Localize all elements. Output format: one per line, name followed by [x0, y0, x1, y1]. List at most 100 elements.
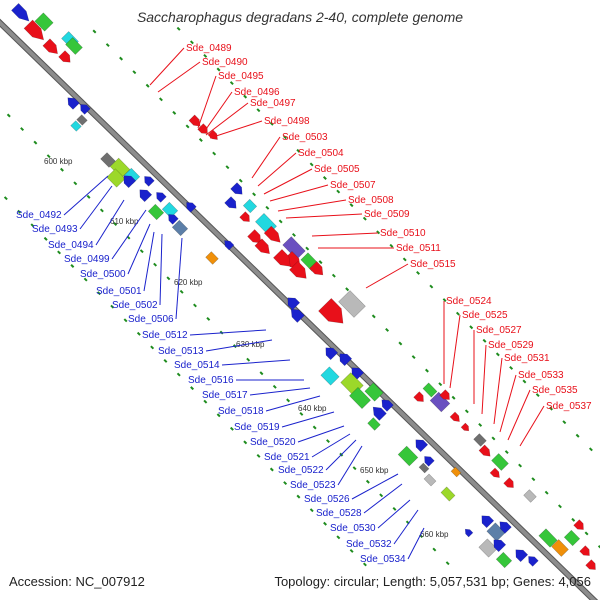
outer-forward-tick — [522, 379, 527, 384]
forward-gene — [263, 225, 281, 243]
forward-gene — [573, 519, 584, 530]
outer-forward-tick — [535, 393, 540, 398]
forward-gene — [23, 19, 45, 41]
genome-summary-text: Topology: circular; Length: 5,057,531 bp… — [274, 574, 591, 589]
reverse-gene-shape — [493, 539, 507, 553]
reverse-gene-shape — [147, 203, 165, 221]
reverse-gene — [100, 152, 116, 168]
forward-gene-label: Sde_0533 — [518, 370, 564, 381]
reverse-gene-shape — [372, 406, 387, 421]
outer-forward-tick — [429, 284, 434, 289]
reverse-gene-leader — [281, 411, 335, 428]
forward-gene — [538, 528, 558, 548]
forward-gene — [188, 114, 201, 127]
reverse-gene-shape — [67, 97, 80, 110]
forward-gene-shape — [422, 382, 438, 398]
forward-gene-shape — [247, 229, 262, 244]
forward-gene-shape — [449, 411, 460, 422]
reverse-gene — [486, 522, 506, 542]
forward-gene-shape — [224, 196, 237, 209]
outer-forward-tick — [269, 121, 274, 126]
forward-gene-leader — [251, 136, 281, 179]
forward-gene — [579, 545, 590, 556]
kbp-tick-label: 610 kbp — [110, 217, 139, 226]
outer-forward-tick — [376, 230, 381, 235]
forward-gene — [273, 249, 291, 267]
reverse-gene-leader — [363, 483, 403, 514]
reverse-gene-leader — [175, 237, 183, 320]
forward-gene-label: Sde_0535 — [532, 385, 578, 396]
reverse-gene-shape — [486, 522, 506, 542]
reverse-gene-shape — [320, 366, 340, 386]
forward-gene — [230, 182, 243, 195]
outer-forward-tick — [349, 203, 354, 208]
reverse-gene-shape — [351, 367, 365, 381]
reverse-gene-label: Sde_0522 — [278, 465, 324, 476]
forward-gene — [254, 238, 270, 255]
outer-reverse-tick — [150, 345, 155, 350]
reverse-gene — [440, 486, 456, 502]
inner-reverse-tick — [445, 561, 450, 566]
inner-forward-tick — [132, 70, 137, 75]
forward-gene-leader — [149, 47, 185, 86]
outer-forward-tick — [562, 420, 567, 425]
inner-forward-tick — [159, 97, 163, 102]
reverse-gene-label: Sde_0526 — [304, 494, 350, 505]
reverse-gene-leader — [325, 439, 357, 471]
outer-reverse-tick — [229, 426, 234, 431]
forward-gene-shape — [413, 391, 424, 402]
reverse-gene-leader — [221, 359, 291, 366]
reverse-gene-shape — [499, 521, 512, 534]
inner-reverse-tick — [139, 249, 144, 254]
reverse-gene — [418, 462, 430, 474]
forward-gene — [42, 38, 58, 55]
reverse-gene — [123, 175, 137, 189]
outer-forward-tick — [283, 135, 287, 140]
reverse-gene — [423, 473, 437, 487]
forward-gene-shape — [65, 37, 83, 55]
reverse-gene — [224, 240, 235, 251]
reverse-gene-leader — [407, 527, 425, 560]
reverse-gene — [76, 114, 88, 126]
forward-gene-label: Sde_0515 — [410, 259, 456, 270]
reverse-gene — [372, 406, 387, 421]
forward-gene — [318, 298, 344, 324]
forward-gene-leader — [269, 184, 329, 202]
inner-reverse-tick — [60, 167, 64, 172]
reverse-gene-shape — [424, 456, 435, 467]
reverse-gene — [367, 417, 381, 431]
forward-gene-label: Sde_0527 — [476, 325, 522, 336]
forward-gene-shape — [42, 38, 58, 55]
reverse-gene — [171, 219, 189, 237]
inner-reverse-tick — [352, 466, 357, 471]
reverse-gene — [287, 297, 301, 311]
forward-gene-shape — [439, 389, 450, 400]
reverse-gene — [70, 120, 82, 132]
forward-gene-leader — [257, 152, 297, 187]
reverse-gene-shape — [364, 382, 384, 402]
inner-forward-tick — [398, 341, 403, 346]
forward-gene-label: Sde_0505 — [314, 164, 360, 175]
outer-reverse-tick — [136, 331, 141, 336]
reverse-gene — [478, 538, 498, 558]
outer-reverse-tick — [30, 223, 35, 228]
reverse-gene-leader — [297, 425, 345, 443]
kbp-tick-label: 650 kbp — [360, 466, 389, 475]
inner-reverse-tick — [73, 181, 78, 186]
forward-gene — [207, 129, 218, 140]
forward-gene-leader — [277, 199, 347, 212]
kbp-tick-label: 660 kbp — [420, 530, 449, 539]
outer-forward-tick — [229, 81, 234, 86]
inner-forward-tick — [198, 138, 203, 142]
forward-gene-shape — [503, 477, 514, 488]
forward-gene — [491, 453, 509, 471]
outer-reverse-tick — [96, 291, 101, 296]
outer-forward-tick — [495, 352, 500, 357]
outer-reverse-tick — [256, 453, 261, 458]
reverse-gene — [364, 382, 384, 402]
reverse-gene-shape — [481, 515, 495, 529]
outer-reverse-tick — [243, 440, 248, 445]
inner-reverse-tick — [166, 276, 171, 281]
forward-gene-shape — [254, 238, 270, 255]
forward-gene-shape — [460, 422, 470, 432]
